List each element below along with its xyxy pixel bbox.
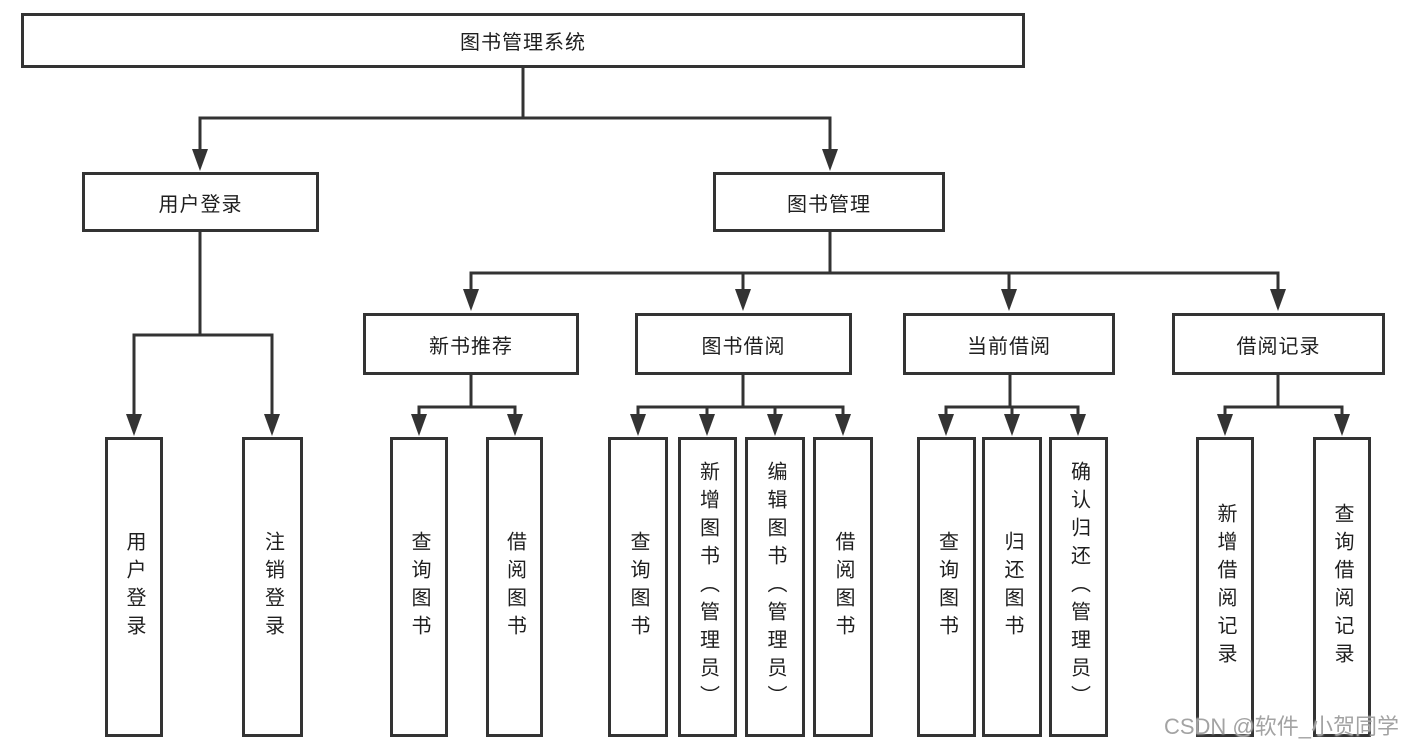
node-new-book-recommend: 新书推荐 [363,313,579,375]
leaf-user-login: 用户登录 [105,437,163,737]
leaf-edit-books-admin: 编辑图书（管理员） [745,437,805,737]
node-label: 用户登录 [158,193,243,216]
node-label: 图书管理系统 [460,32,586,54]
leaf-query-books-1: 查询图书 [390,437,448,737]
node-book-management-branch: 图书管理 [713,172,945,232]
leaf-label: 注销登录 [261,531,284,643]
leaf-add-borrow-record: 新增借阅记录 [1196,437,1254,737]
node-borrow-record: 借阅记录 [1172,313,1385,375]
leaf-confirm-return-admin: 确认归还（管理员） [1049,437,1108,737]
leaf-query-books-2: 查询图书 [608,437,668,737]
leaf-add-books-admin: 新增图书（管理员） [678,437,737,737]
node-label: 借阅记录 [1236,335,1321,358]
node-label: 图书管理 [787,193,871,216]
leaf-borrow-books-1: 借阅图书 [486,437,543,737]
leaf-label: 查询借阅记录 [1331,503,1353,671]
leaf-label: 借阅图书 [503,531,526,643]
node-system-root: 图书管理系统 [21,13,1025,68]
node-user-login-branch: 用户登录 [82,172,319,232]
leaf-label: 借阅图书 [832,531,854,643]
leaf-label: 查询图书 [627,531,649,643]
leaf-label: 新增图书（管理员） [696,461,719,713]
node-label: 新书推荐 [429,335,513,358]
leaf-borrow-books-2: 借阅图书 [813,437,873,737]
leaf-logout: 注销登录 [242,437,303,737]
node-label: 当前借阅 [967,335,1051,358]
leaf-label: 编辑图书（管理员） [764,461,786,713]
leaf-label: 归还图书 [1001,531,1023,643]
leaf-label: 确认归还（管理员） [1067,461,1090,713]
node-current-borrow: 当前借阅 [903,313,1115,375]
leaf-label: 新增借阅记录 [1214,503,1236,671]
leaf-label: 用户登录 [123,531,145,643]
leaf-return-books: 归还图书 [982,437,1042,737]
leaf-query-books-3: 查询图书 [917,437,976,737]
leaf-query-borrow-record: 查询借阅记录 [1313,437,1371,737]
csdn-watermark: CSDN @软件_小贺同学 [1163,714,1399,739]
node-label: 图书借阅 [701,335,786,358]
leaf-label: 查询图书 [935,531,958,643]
leaf-label: 查询图书 [408,531,430,643]
node-book-borrow: 图书借阅 [635,313,852,375]
